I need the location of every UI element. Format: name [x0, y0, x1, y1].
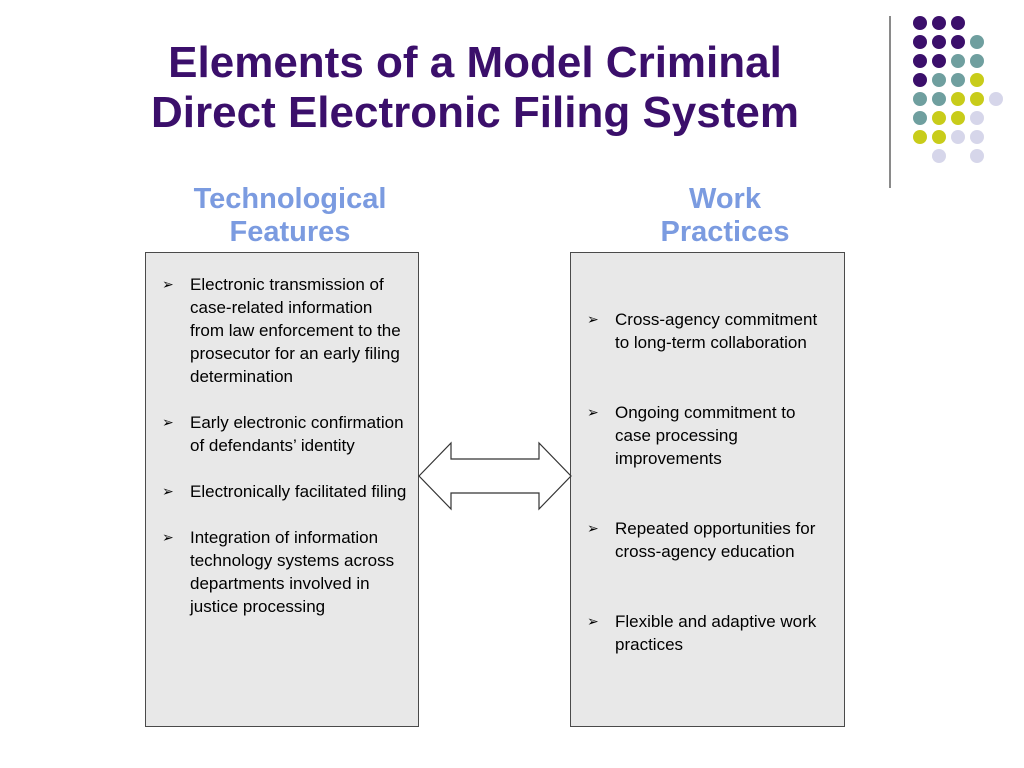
dot — [951, 54, 965, 68]
dot — [951, 35, 965, 49]
list-item: ➢ Electronically facilitated filing — [162, 480, 408, 503]
list-item-text: Electronically facilitated filing — [190, 482, 407, 501]
bullet-arrow-icon: ➢ — [162, 483, 174, 499]
heading-line-1: Technological — [193, 183, 387, 215]
dot — [913, 111, 927, 125]
dot — [913, 35, 927, 49]
bullet-arrow-icon: ➢ — [587, 311, 599, 327]
bullet-arrow-icon: ➢ — [587, 520, 599, 536]
bullet-arrow-icon: ➢ — [162, 276, 174, 292]
list-item-text: Repeated opportunities for cross-agency … — [615, 519, 816, 561]
list-item: ➢ Ongoing commitment to case processing i… — [587, 401, 834, 470]
title-line-1: Elements of a Model Criminal — [168, 38, 782, 87]
double-headed-arrow-icon — [418, 441, 572, 511]
dot — [970, 149, 984, 163]
dot — [970, 54, 984, 68]
dot — [951, 16, 965, 30]
dot — [932, 16, 946, 30]
heading-line-2: Features — [229, 216, 351, 248]
dot — [951, 111, 965, 125]
dot — [932, 35, 946, 49]
bullet-arrow-icon: ➢ — [162, 414, 174, 430]
work-practices-heading: Work Practices — [575, 183, 875, 249]
heading-line-1: Work — [689, 183, 761, 215]
bullet-arrow-icon: ➢ — [162, 529, 174, 545]
dot — [970, 111, 984, 125]
list-item-text: Integration of information technology sy… — [190, 528, 395, 616]
list-item-text: Flexible and adaptive work practices — [615, 612, 817, 654]
slide-title: Elements of a Model Criminal Direct Elec… — [60, 38, 890, 138]
list-item: ➢ Repeated opportunities for cross-agency… — [587, 517, 834, 563]
dot — [951, 73, 965, 87]
technological-features-list: ➢ Electronic transmission of case-related… — [162, 273, 408, 618]
dot — [951, 92, 965, 106]
work-practices-box: ➢ Cross-agency commitment to long-term co… — [570, 252, 845, 727]
divider-line — [889, 16, 891, 188]
work-practices-list: ➢ Cross-agency commitment to long-term co… — [587, 308, 834, 656]
list-item-text: Cross-agency commitment to long-term col… — [615, 310, 818, 352]
dot — [970, 73, 984, 87]
dot — [932, 111, 946, 125]
list-item: ➢ Cross-agency commitment to long-term co… — [587, 308, 834, 354]
list-item: ➢ Integration of information technology s… — [162, 526, 408, 618]
technological-features-heading: Technological Features — [140, 183, 440, 249]
list-item: ➢ Early electronic confirmation of defend… — [162, 411, 408, 457]
dot — [932, 149, 946, 163]
title-line-2: Direct Electronic Filing System — [151, 88, 799, 137]
dot — [951, 130, 965, 144]
list-item-text: Ongoing commitment to case processing im… — [615, 403, 796, 468]
dot — [970, 35, 984, 49]
dot — [932, 92, 946, 106]
list-item: ➢ Flexible and adaptive work practices — [587, 610, 834, 656]
dot — [913, 92, 927, 106]
dot — [970, 130, 984, 144]
technological-features-box: ➢ Electronic transmission of case-related… — [145, 252, 419, 727]
dot — [970, 92, 984, 106]
dot — [913, 16, 927, 30]
dot — [932, 54, 946, 68]
list-item-text: Electronic transmission of case-related … — [190, 275, 401, 386]
dot — [989, 92, 1003, 106]
dot — [913, 73, 927, 87]
dot — [913, 130, 927, 144]
list-item: ➢ Electronic transmission of case-related… — [162, 273, 408, 388]
dot — [913, 54, 927, 68]
bullet-arrow-icon: ➢ — [587, 404, 599, 420]
heading-line-2: Practices — [660, 216, 790, 248]
dot — [932, 130, 946, 144]
list-item-text: Early electronic confirmation of defenda… — [190, 413, 404, 455]
bullet-arrow-icon: ➢ — [587, 613, 599, 629]
dot — [932, 73, 946, 87]
